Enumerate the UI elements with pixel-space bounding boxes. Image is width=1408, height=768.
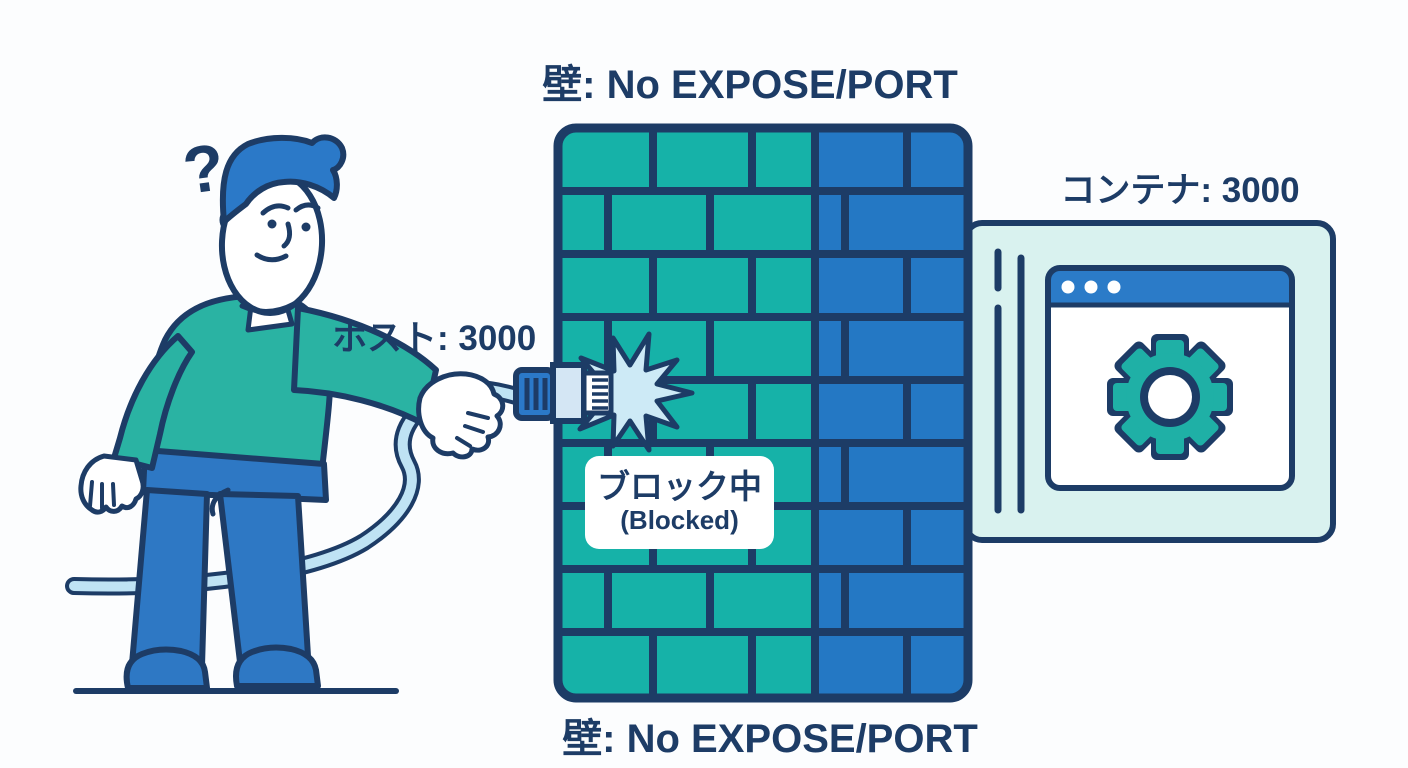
wall-label-bottom: 壁: No EXPOSE/PORT: [562, 717, 978, 761]
head: [218, 134, 347, 333]
face-features: [254, 202, 321, 263]
host-port-label: ホスト: 3000: [332, 319, 537, 358]
shoes: [123, 644, 321, 691]
wall-label-top: 壁: No EXPOSE/PORT: [542, 63, 958, 107]
container-port-label: コンテナ: 3000: [1060, 171, 1300, 210]
firewall-wall: [553, 123, 973, 703]
hair: [219, 134, 347, 225]
blocked-badge: ブロック中 (Blocked): [585, 456, 774, 549]
browser-window: [1045, 265, 1295, 491]
blocked-badge-en: (Blocked): [620, 505, 739, 536]
ethernet-plug-icon: [513, 362, 614, 424]
confused-person: ?: [65, 129, 525, 691]
blocked-badge-jp: ブロック中: [597, 468, 762, 506]
question-mark: ?: [179, 129, 229, 208]
pants-legs: [129, 447, 329, 669]
collar-line: [239, 301, 297, 314]
pause-lines-icon: [994, 248, 1025, 514]
left-hand: [78, 453, 146, 515]
right-hand: [416, 371, 506, 460]
pocket-line: [209, 487, 231, 517]
container-panel: [963, 220, 1336, 543]
window-dots-icon: [1061, 280, 1121, 294]
gear-icon: [1107, 334, 1233, 460]
